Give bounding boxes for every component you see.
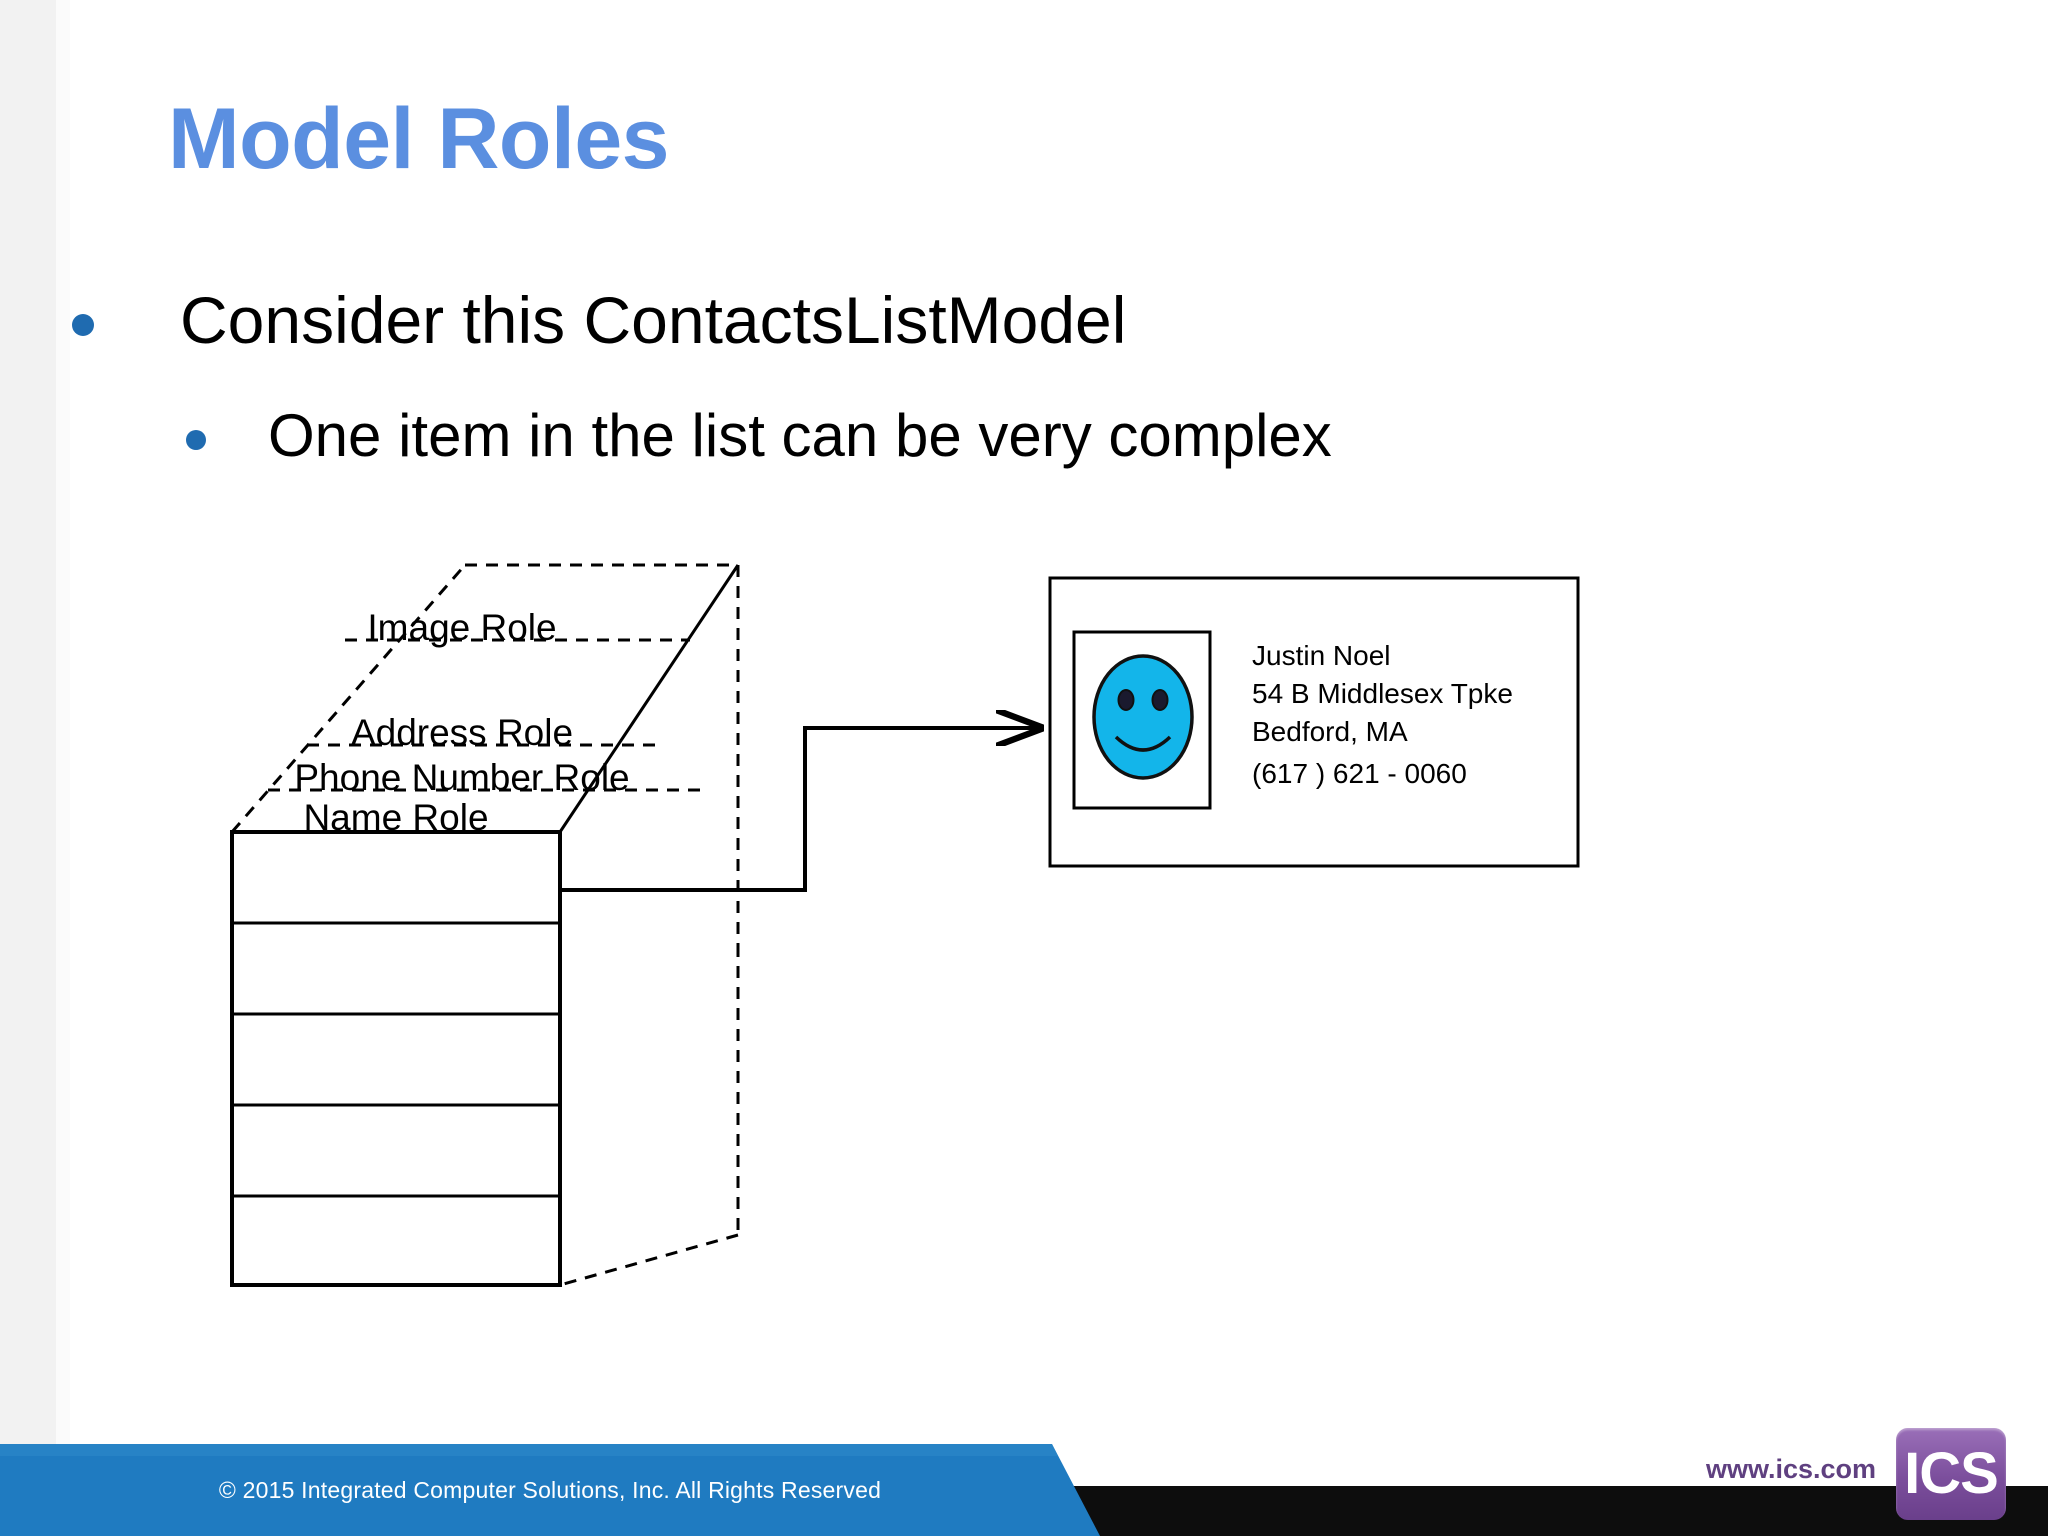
bullet-level-1-text: Consider this ContactsListModel [180,283,1127,357]
footer-blue-highlight [0,1444,1058,1456]
smiley-face-icon [1092,654,1194,780]
bullet-level-1: Consider this ContactsListModel [72,283,1127,357]
role-label-image: Image Role [367,607,556,648]
bullet-level-2-text: One item in the list can be very complex [268,402,1332,469]
footer-black-band [1048,1486,2048,1536]
left-margin-rail [0,0,56,1448]
left-margin-rail-inner [56,0,70,1448]
footer-blue-band [0,1444,1100,1536]
contact-line-city: Bedford, MA [1252,716,1408,747]
list-box-outline [230,830,562,1287]
model-roles-diagram: Image Role Address Role Phone Number Rol… [230,563,1580,1287]
stack-right-solid-slant [558,564,740,833]
role-label-name: Name Role [303,797,488,838]
contact-line-phone: (617 ) 621 - 0060 [1252,758,1467,789]
stack-left-slant-edge [230,564,467,833]
footer-bands [0,1444,2048,1536]
contact-line-name: Justin Noel [1252,640,1391,671]
connector-arrow [560,728,1040,892]
avatar-frame [1072,630,1212,810]
ics-logo-text: ICS [1904,1441,1999,1506]
slide-footer: © 2015 Integrated Computer Solutions, In… [0,1420,2048,1536]
bullet-dot-icon [186,430,206,450]
role-label-phone: Phone Number Role [294,757,629,798]
bullet-level-2: One item in the list can be very complex [186,404,1332,467]
slide-title: Model Roles [168,91,670,187]
stack-bottom-right-slant [559,1233,739,1287]
contact-card-outline [1048,576,1580,868]
bullet-dot-icon [72,314,94,336]
contact-line-street: 54 B Middlesex Tpke [1252,678,1513,709]
ics-logo[interactable]: ICS [1896,1428,2006,1520]
role-label-address: Address Role [351,712,573,753]
footer-website-url[interactable]: www.ics.com [1705,1454,1876,1484]
footer-copyright: © 2015 Integrated Computer Solutions, In… [218,1476,882,1503]
